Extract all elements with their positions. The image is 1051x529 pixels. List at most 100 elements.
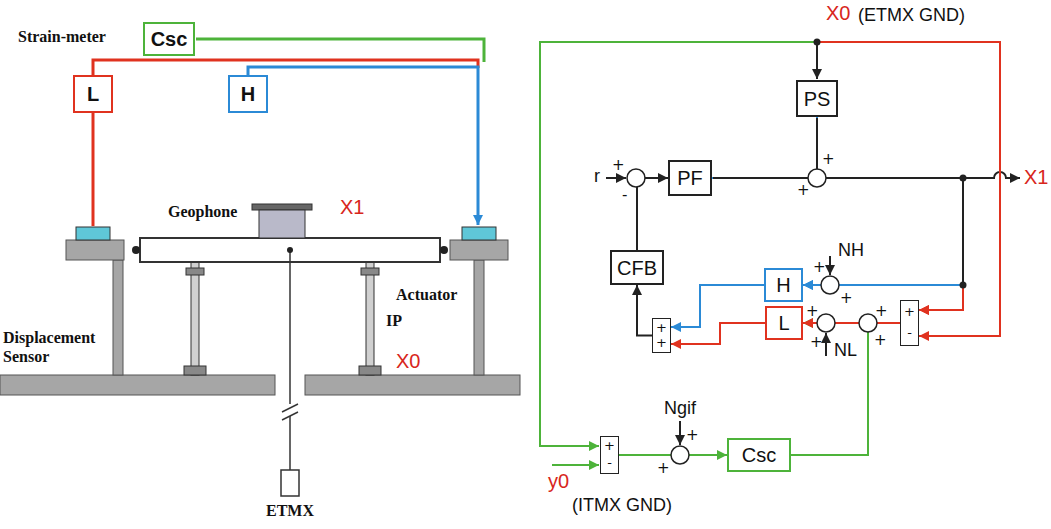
- block-label: H: [776, 274, 790, 296]
- test-mass: [281, 470, 299, 496]
- summing-junction: [821, 276, 839, 294]
- break-mark: [282, 404, 298, 412]
- signal-label-text: X0: [826, 2, 850, 24]
- signal-label-text: NH: [838, 240, 864, 260]
- signal-label: (ETMX GND): [858, 5, 965, 26]
- signal-wire: [962, 178, 964, 285]
- actuator-mount: [450, 240, 508, 260]
- signal-label-text: +: [657, 459, 670, 477]
- summing-block: ++: [652, 318, 671, 353]
- ip-joint: [186, 268, 204, 275]
- lvdt-wire: [92, 113, 95, 226]
- signal-wire: [816, 118, 818, 169]
- signal-label: ETMX: [266, 502, 314, 520]
- block-label: +: [604, 439, 615, 453]
- transfer-block: Csc: [143, 22, 195, 56]
- signal-label: +: [813, 258, 826, 276]
- transfer-block: PF: [668, 160, 712, 196]
- signal-label: X1: [340, 196, 364, 219]
- signal-label-text: -: [622, 186, 627, 204]
- transfer-block: H: [764, 268, 803, 302]
- summing-junction: [808, 169, 826, 187]
- signal-label: +: [875, 302, 888, 320]
- block-label: -: [607, 456, 612, 470]
- signal-label: +: [810, 333, 823, 351]
- ground-slab: [0, 375, 275, 395]
- signal-label: Actuator: [396, 286, 457, 304]
- ip-leg: [366, 262, 374, 375]
- transfer-block: PS: [796, 80, 838, 117]
- ground-input-wire: [540, 42, 817, 446]
- ground-slab: [305, 375, 520, 395]
- actuator-wire: [248, 67, 478, 225]
- signal-label-text: X1: [340, 196, 364, 218]
- signal-label: +: [874, 331, 887, 349]
- signal-label-text: r: [594, 166, 600, 186]
- signal-label-text: +: [840, 289, 853, 307]
- signal-label-text: NL: [834, 340, 857, 360]
- noise-input: [825, 333, 827, 356]
- ip-leg: [191, 262, 199, 375]
- ground-input-wire: [552, 464, 599, 466]
- block-label: H: [241, 83, 255, 105]
- transfer-block: L: [765, 306, 803, 340]
- signal-label-text: Actuator: [396, 286, 457, 303]
- ip-joint: [361, 268, 379, 275]
- summing-block: +-: [900, 300, 919, 346]
- block-label: PS: [804, 88, 831, 110]
- reference-wire: [606, 177, 626, 179]
- signal-label-text: Displacement Sensor: [3, 329, 95, 365]
- signal-line: [671, 285, 764, 327]
- actuator-post: [474, 260, 484, 375]
- signal-label: r: [594, 166, 600, 187]
- signal-label-text: +: [875, 302, 888, 320]
- summing-junction: [627, 169, 645, 187]
- signal-label-text: +: [686, 426, 699, 444]
- signal-label-text: ETMX: [266, 502, 314, 519]
- suspension-wire: [289, 416, 291, 470]
- signal-line: [637, 178, 668, 250]
- platform-knob: [440, 246, 448, 254]
- transfer-block: L: [73, 75, 113, 113]
- output-wire: [826, 172, 1020, 178]
- block-label: Csc: [151, 28, 188, 50]
- signal-line: [712, 178, 963, 310]
- signal-label-text: y0: [548, 470, 569, 492]
- signal-label-text: (ETMX GND): [858, 5, 965, 25]
- pivot-dot: [287, 247, 293, 253]
- signal-label-text: X1: [1024, 166, 1048, 188]
- signal-label-text: +: [797, 181, 810, 199]
- signal-label-text: +: [813, 258, 826, 276]
- signal-label-text: +: [810, 333, 823, 351]
- signal-label: +: [612, 156, 625, 174]
- signal-label-text: X0: [396, 350, 420, 372]
- block-label: Csc: [742, 444, 776, 466]
- block-label: L: [87, 83, 99, 105]
- noise-input: [679, 421, 681, 445]
- signal-label: +: [657, 459, 670, 477]
- suspension-wire: [289, 250, 291, 404]
- signal-label-text: Ngif: [664, 398, 696, 418]
- signal-label: NH: [838, 240, 864, 261]
- signal-label-text: Geophone: [168, 203, 237, 220]
- signal-label: +: [686, 426, 699, 444]
- signal-label-text: +: [874, 331, 887, 349]
- signal-line: [817, 117, 963, 310]
- geophone-body: [259, 210, 305, 238]
- signal-label: y0: [548, 470, 569, 493]
- signal-label: X0: [826, 2, 850, 25]
- branch-dot: [814, 39, 821, 46]
- signal-line: [803, 117, 963, 285]
- signal-label: +: [822, 150, 835, 168]
- summing-block: +-: [600, 436, 619, 474]
- block-label: +: [656, 336, 667, 350]
- transfer-block: H: [228, 75, 268, 113]
- signal-label: -: [622, 186, 627, 204]
- signal-label-text: +: [806, 302, 819, 320]
- signal-label: X0: [396, 350, 420, 373]
- ip-foot: [184, 366, 206, 375]
- signal-label: Strain-meter: [18, 28, 106, 46]
- transfer-block: CFB: [610, 250, 664, 285]
- noise-input: [829, 256, 831, 275]
